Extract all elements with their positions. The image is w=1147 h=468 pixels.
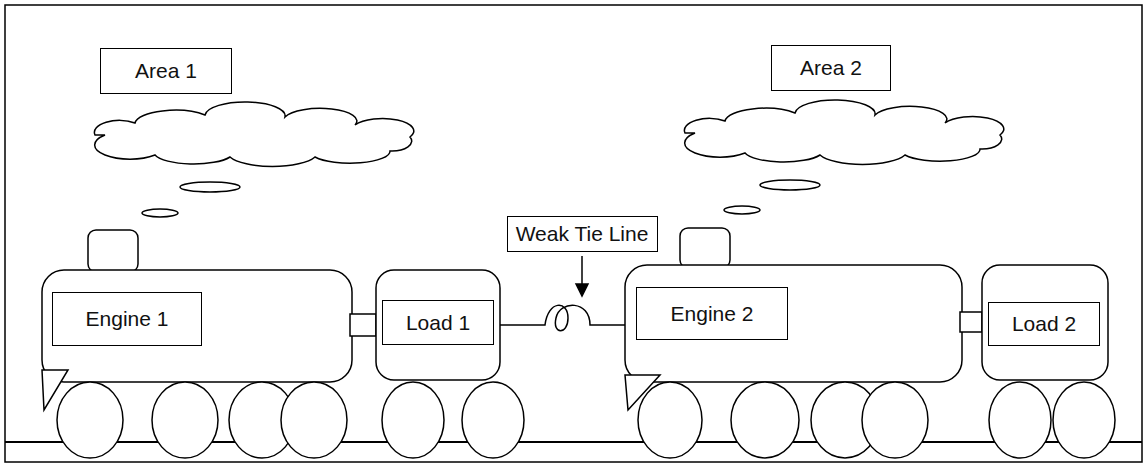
engine-label: Engine 1: [52, 292, 202, 346]
wheel: [382, 382, 444, 458]
area-label: Area 2: [771, 45, 891, 91]
chimney: [680, 228, 730, 268]
tie-line-coil: [500, 305, 625, 330]
wheel: [281, 382, 347, 458]
chimney: [88, 230, 138, 272]
smoke-puff: [760, 180, 820, 190]
wheel: [57, 382, 123, 458]
load-car: [982, 265, 1108, 380]
node-text: Weak Tie Line: [516, 222, 649, 245]
smoke-puff: [724, 206, 760, 214]
smoke-cloud: [684, 100, 1003, 164]
wheel: [862, 382, 928, 458]
arrowhead: [576, 284, 588, 296]
frame: [5, 5, 1142, 462]
area-label: Area 1: [100, 48, 232, 94]
smoke-puff: [180, 182, 240, 192]
node-text: Load 1: [406, 311, 470, 334]
coupler: [960, 312, 982, 332]
tie-line-label: Weak Tie Line: [507, 216, 658, 252]
node-text: Area 1: [135, 59, 197, 82]
wheel: [638, 382, 702, 458]
engine-body: [625, 265, 962, 382]
coupler: [350, 314, 376, 336]
load-car: [376, 270, 500, 380]
node-text: Load 2: [1012, 312, 1076, 335]
wheel: [989, 382, 1051, 458]
engine-body: [42, 270, 352, 382]
load-label: Load 2: [988, 302, 1100, 346]
engine-label: Engine 2: [636, 287, 788, 340]
smoke-puff: [142, 209, 178, 217]
wheel: [462, 382, 524, 458]
wheel: [152, 382, 218, 458]
wheel: [731, 382, 799, 458]
load-label: Load 1: [382, 300, 494, 345]
smoke-cloud: [94, 102, 413, 166]
node-text: Engine 1: [86, 307, 169, 330]
wheel: [1053, 382, 1115, 458]
node-text: Engine 2: [671, 302, 754, 325]
node-text: Area 2: [800, 56, 862, 79]
